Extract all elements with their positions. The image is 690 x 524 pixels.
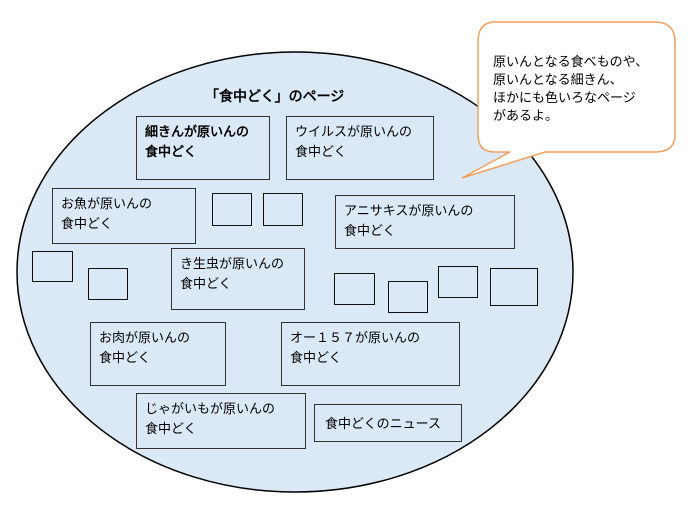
box-label: 食中どく bbox=[344, 224, 396, 239]
page-box-meat[interactable]: お肉が原いんの 食中どく bbox=[90, 322, 226, 386]
box-label: オー１５７が原いんの bbox=[290, 331, 421, 346]
page-box-parasite[interactable]: き生虫が原いんの 食中どく bbox=[171, 248, 305, 310]
box-label: 食中どく bbox=[61, 217, 113, 232]
empty-square bbox=[438, 266, 478, 298]
box-label: 食中どく bbox=[290, 351, 342, 366]
box-label: お肉が原いんの bbox=[99, 331, 191, 346]
empty-square bbox=[263, 193, 303, 226]
box-label: ウイルスが原いんの bbox=[295, 125, 413, 140]
box-label: お魚が原いんの bbox=[61, 197, 153, 212]
box-label: き生虫が原いんの bbox=[180, 257, 285, 272]
box-label: じゃがいもが原いんの bbox=[145, 402, 276, 417]
box-label: 食中どく bbox=[145, 422, 197, 437]
callout-line: があるよ。 bbox=[493, 109, 559, 124]
page-box-virus[interactable]: ウイルスが原いんの 食中どく bbox=[286, 116, 434, 180]
box-label: 食中どく bbox=[145, 145, 197, 160]
box-label: 食中どく bbox=[295, 145, 347, 160]
empty-square bbox=[88, 268, 128, 300]
empty-square bbox=[334, 273, 375, 305]
page-box-o157[interactable]: オー１５７が原いんの 食中どく bbox=[281, 322, 460, 386]
site-map-ellipse bbox=[16, 51, 574, 493]
page-box-anisakis[interactable]: アニサキスが原いんの 食中どく bbox=[335, 195, 515, 249]
box-label: 細きんが原いんの bbox=[145, 125, 250, 140]
empty-square bbox=[490, 268, 538, 306]
box-label: アニサキスが原いんの bbox=[344, 204, 474, 219]
callout-line: ほかにも色いろなページ bbox=[493, 91, 636, 106]
callout-line: 原いんとなる細きん、 bbox=[493, 73, 623, 88]
empty-square bbox=[32, 251, 73, 282]
page-box-bacteria[interactable]: 細きんが原いんの 食中どく bbox=[136, 116, 270, 180]
empty-square bbox=[212, 193, 252, 226]
speech-bubble bbox=[461, 21, 676, 179]
box-label: 食中どく bbox=[99, 351, 151, 366]
news-box[interactable]: 食中どくのニュース bbox=[314, 404, 462, 442]
empty-square bbox=[388, 281, 428, 313]
callout-text: 原いんとなる食べものや、 原いんとなる細きん、 ほかにも色いろなページ があるよ… bbox=[493, 54, 663, 126]
page-title: 「食中どく」のページ bbox=[205, 89, 345, 105]
page-box-fish[interactable]: お魚が原いんの 食中どく bbox=[52, 188, 196, 244]
box-label: 食中どく bbox=[180, 277, 232, 292]
callout-line: 原いんとなる食べものや、 bbox=[493, 55, 649, 70]
page-box-potato[interactable]: じゃがいもが原いんの 食中どく bbox=[136, 393, 306, 449]
